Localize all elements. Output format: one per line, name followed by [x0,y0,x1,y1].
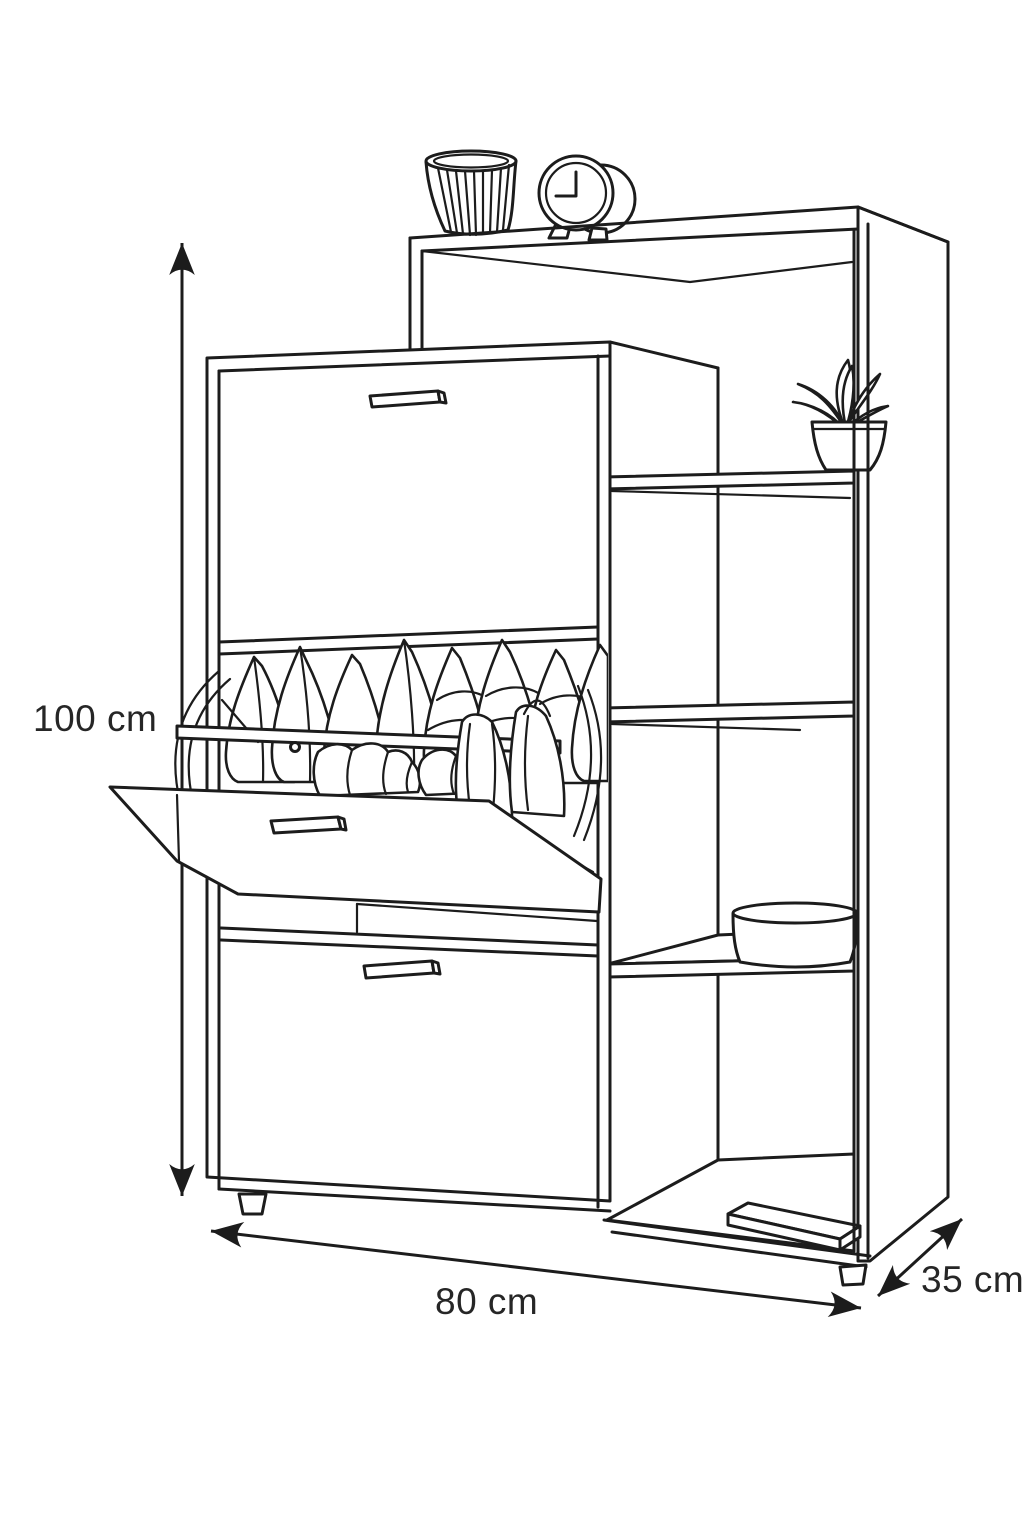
height-dimension-label: 100 cm [33,698,158,739]
bowl [731,901,859,969]
depth-dimension-arrow [876,1217,964,1298]
open-flap-handle [269,815,348,835]
open-flap-with-shoes [108,638,608,923]
depth-dimension-label: 35 cm [921,1259,1024,1300]
alarm-clock [537,154,637,242]
top-flap-handle [368,389,448,409]
book [726,1201,862,1252]
ribbed-vase [424,149,518,237]
heel-shoes-back-row [224,638,608,785]
shelving-unit [408,205,950,1287]
width-dimension-arrow [210,1222,862,1317]
bottom-flap-handle [362,959,442,980]
width-dimension-label: 80 cm [435,1281,539,1322]
sandals-front-row [312,699,566,818]
